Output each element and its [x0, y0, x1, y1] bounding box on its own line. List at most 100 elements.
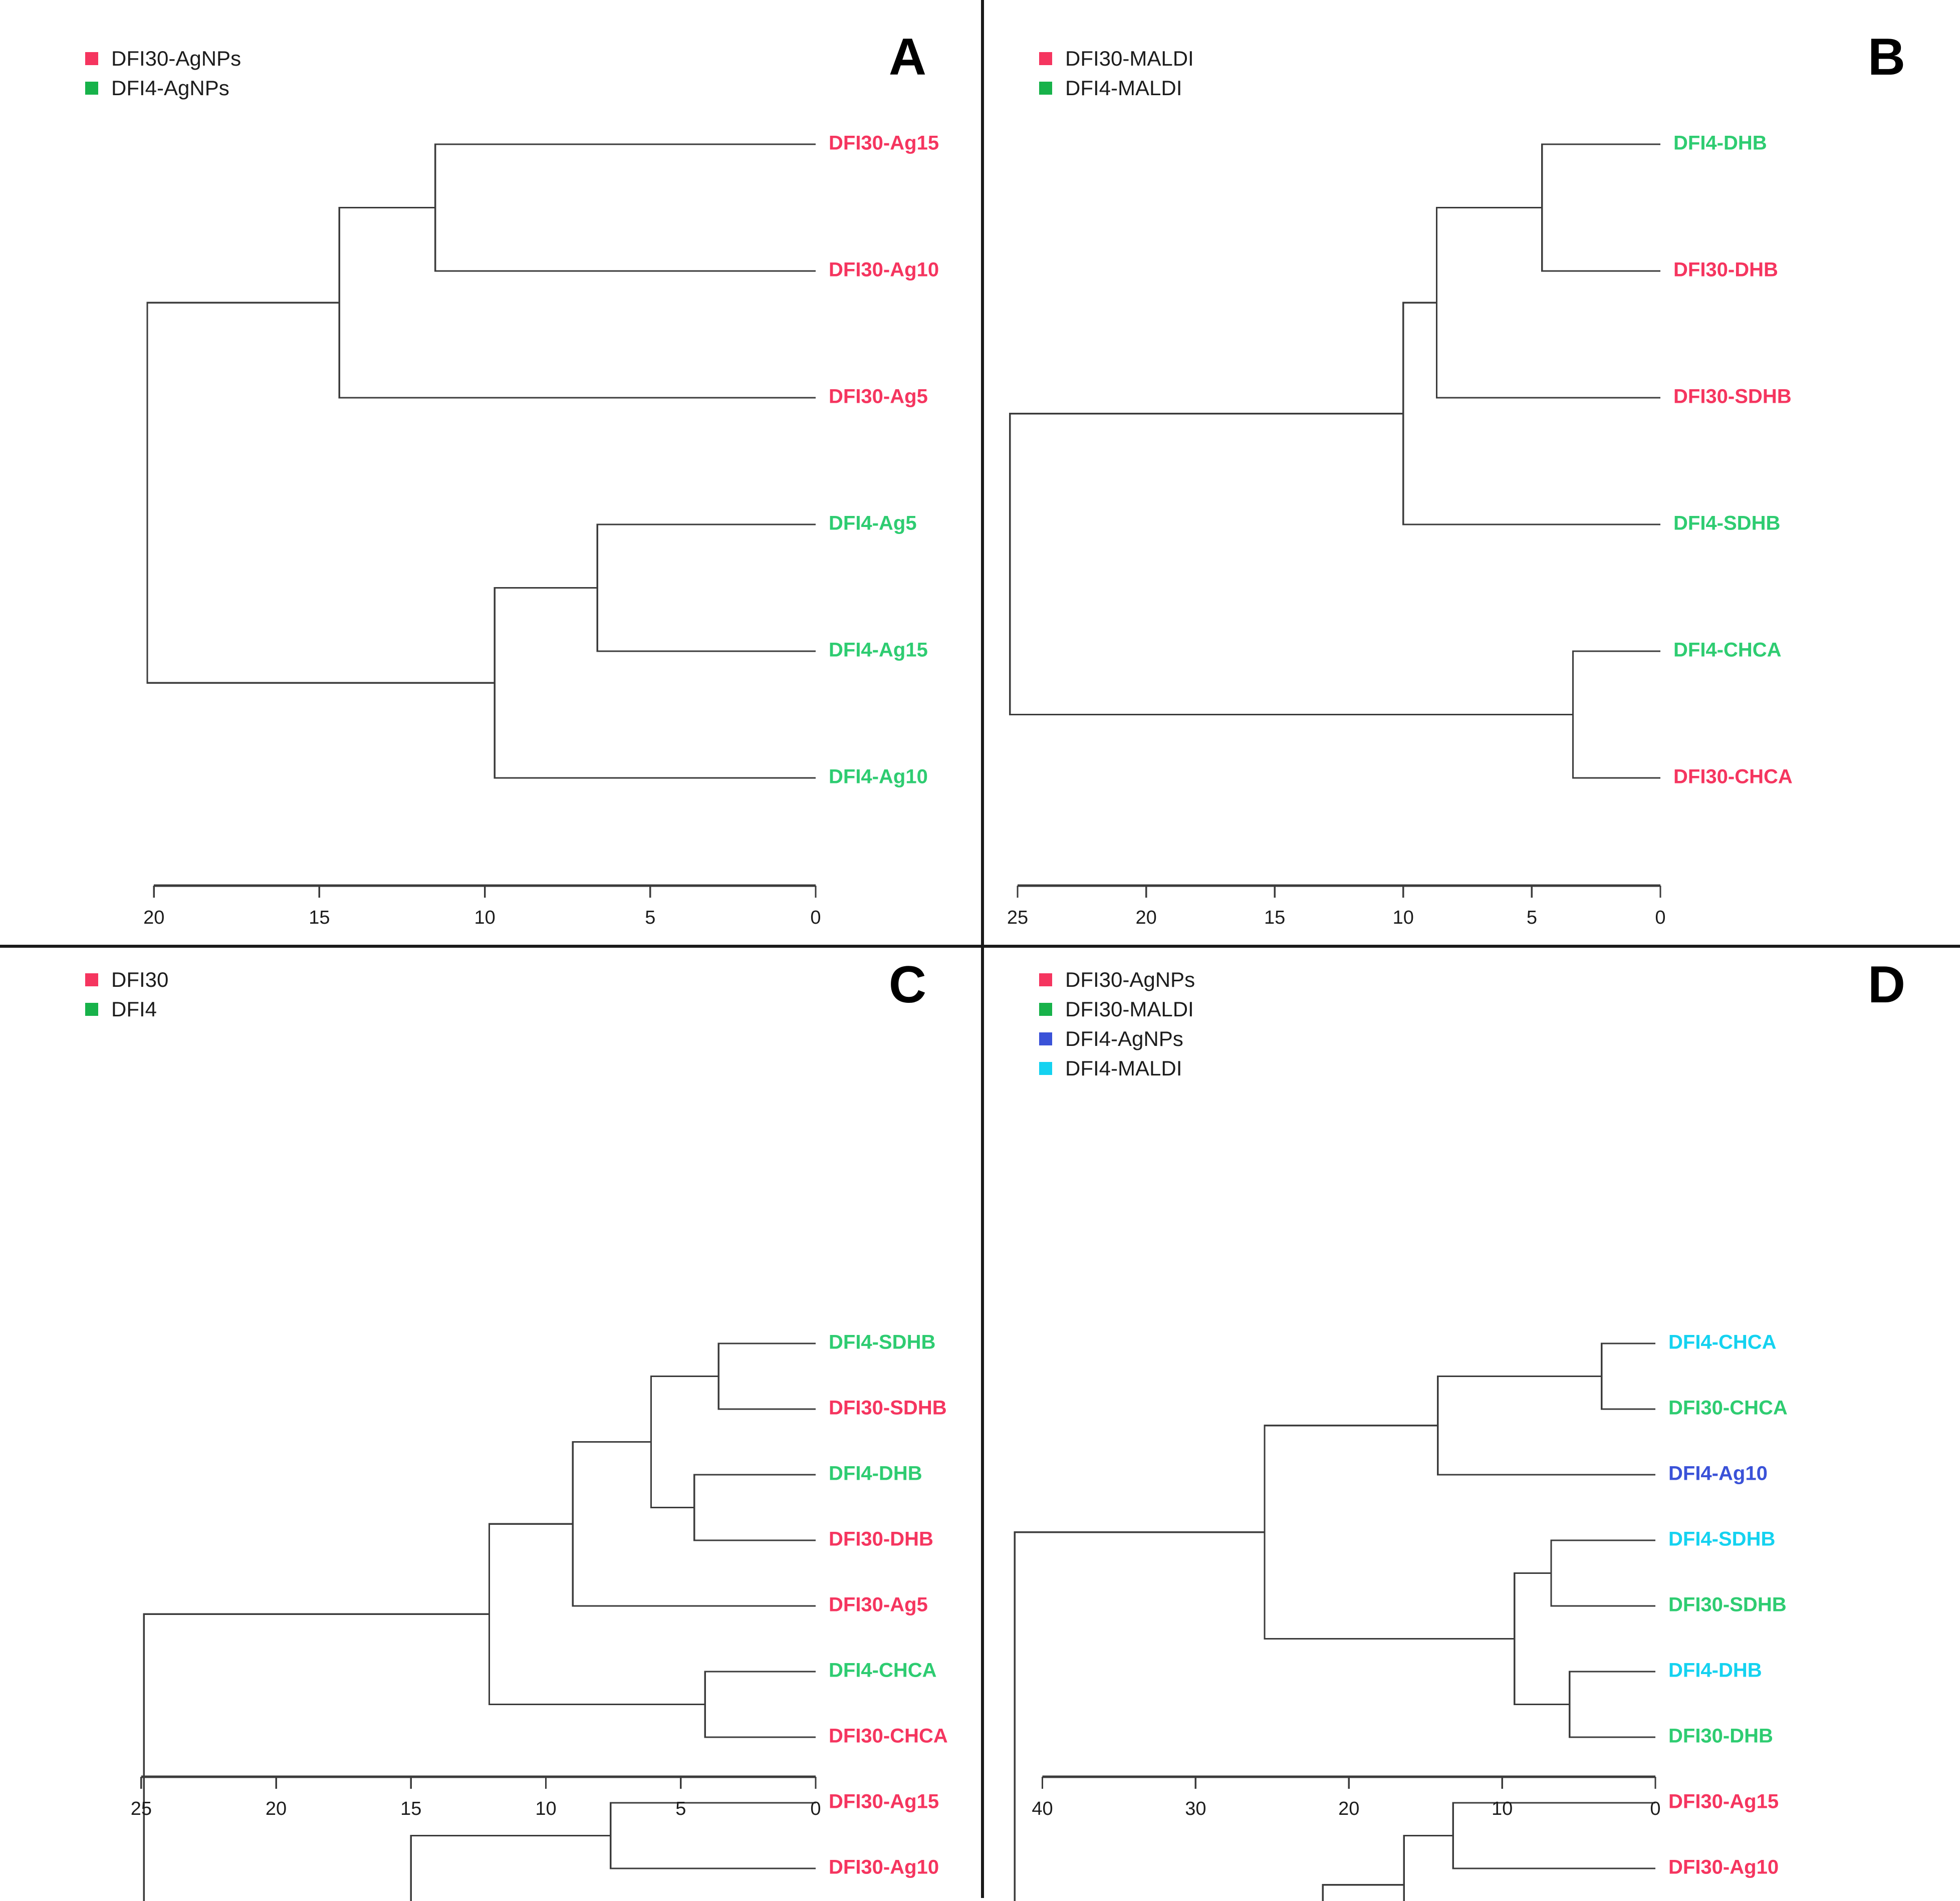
axis-tick-label: 10	[535, 1798, 556, 1819]
legend-item-label: DFI4-AgNPs	[111, 78, 229, 99]
dendrogram-leaf-label: DFI30-Ag10	[829, 1856, 939, 1878]
dendrogram-link	[1515, 1573, 1570, 1705]
dendrogram-leaf-label: DFI30-CHCA	[1668, 1397, 1788, 1419]
axis-tick-label: 25	[1007, 907, 1028, 928]
dendrogram-link	[651, 1377, 719, 1508]
dendrogram-leaf-label: DFI4-SDHB	[1668, 1528, 1775, 1550]
dendrogram-link	[1573, 651, 1660, 778]
axis-tick-label: 0	[810, 1798, 821, 1819]
legend-item: DFI4-MALDI	[1039, 1057, 1195, 1079]
dendrogram-link	[1602, 1343, 1655, 1409]
dendrogram-leaf-label: DFI4-Ag15	[829, 639, 928, 661]
dendrogram-leaf-label: DFI30-CHCA	[1673, 766, 1793, 788]
dendrogram-leaf-label: DFI4-CHCA	[1673, 639, 1782, 661]
dendrogram-leaf-label: DFI4-DHB	[829, 1463, 922, 1485]
dendrogram-leaf-label: DFI30-SDHB	[1673, 386, 1792, 408]
dendrogram-leaf-label: DFI30-Ag15	[1668, 1791, 1779, 1813]
dendrogram-leaf-label: DFI30-SDHB	[1668, 1594, 1787, 1616]
legend-swatch-icon	[85, 52, 98, 65]
dendrogram-link	[1551, 1540, 1655, 1606]
legend-item-label: DFI4-MALDI	[1065, 78, 1182, 99]
dendrogram-link	[705, 1672, 816, 1737]
legend-item: DFI30-AgNPs	[85, 48, 241, 70]
legend-item-label: DFI30-MALDI	[1065, 999, 1194, 1020]
legend-item: DFI4-AgNPs	[85, 77, 241, 99]
axis-tick-label: 20	[1338, 1798, 1359, 1819]
dendrogram-link	[1453, 1803, 1655, 1868]
legend-b: DFI30-MALDI DFI4-MALDI	[1039, 48, 1194, 99]
legend-item-label: DFI4	[111, 999, 157, 1020]
dendrogram-svg: DFI4-DHBDFI30-DHBDFI30-SDHBDFI4-SDHBDFI4…	[984, 0, 1960, 945]
axis-tick-label: 5	[1527, 907, 1537, 928]
panel-letter-b: B	[1868, 31, 1905, 83]
dendrogram-link	[1438, 1377, 1655, 1475]
dendrogram-leaf-label: DFI30-CHCA	[829, 1725, 948, 1747]
dendrogram-leaf-label: DFI4-DHB	[1668, 1660, 1762, 1682]
dendrogram-leaf-label: DFI30-Ag15	[829, 132, 939, 154]
dendrogram-link	[1570, 1672, 1655, 1737]
axis-tick-label: 20	[143, 907, 164, 928]
dendrogram-leaf-label: DFI4-Ag10	[829, 766, 928, 788]
legend-item: DFI30-MALDI	[1039, 998, 1195, 1020]
axis-tick-label: 20	[266, 1798, 287, 1819]
dendrogram-link	[597, 524, 816, 651]
dendrogram-link	[1323, 1885, 1505, 1901]
dendrogram-link	[147, 303, 495, 683]
dendrogram-link	[1265, 1426, 1515, 1639]
axis-tick-label: 0	[1655, 907, 1665, 928]
dendrogram-svg: DFI30-Ag15DFI30-Ag10DFI30-Ag5DFI4-Ag5DFI…	[0, 0, 981, 945]
dendrogram-link	[694, 1475, 816, 1540]
axis-tick-label: 5	[645, 907, 655, 928]
dendrogram-link	[435, 144, 816, 271]
dendrogram-leaf-label: DFI4-SDHB	[1673, 512, 1780, 534]
axis-tick-label: 20	[1135, 907, 1156, 928]
legend-item-label: DFI30	[111, 969, 168, 990]
panel-letter-a: A	[889, 31, 926, 83]
legend-item-label: DFI4-MALDI	[1065, 1058, 1182, 1079]
panel-letter-c: C	[889, 959, 926, 1011]
dendrogram-link	[1403, 303, 1660, 524]
dendrogram-link	[718, 1343, 816, 1409]
axis-tick-label: 5	[675, 1798, 686, 1819]
dendrogram-leaf-label: DFI30-DHB	[1668, 1725, 1773, 1747]
dendrogram-leaf-label: DFI30-DHB	[829, 1528, 933, 1550]
panel-letter-d: D	[1868, 959, 1905, 1011]
dendrogram-link	[495, 588, 816, 778]
dendrogram-leaf-label: DFI30-Ag5	[829, 386, 928, 408]
dendrogram-link	[1404, 1836, 1655, 1901]
dendrogram-leaf-label: DFI4-DHB	[1673, 132, 1767, 154]
legend-item: DFI4-MALDI	[1039, 77, 1194, 99]
legend-swatch-icon	[1039, 1062, 1052, 1075]
dendrogram-link	[411, 1836, 659, 1901]
legend-item: DFI4	[85, 998, 168, 1020]
dendrogram-leaf-label: DFI30-Ag10	[1668, 1856, 1779, 1878]
axis-tick-label: 15	[400, 1798, 421, 1819]
dendrogram-svg: DFI4-SDHBDFI30-SDHBDFI4-DHBDFI30-DHBDFI3…	[0, 948, 981, 1901]
legend-swatch-icon	[85, 973, 98, 986]
dendrogram-leaf-label: DFI30-Ag15	[829, 1791, 939, 1813]
dendrogram-leaf-label: DFI4-CHCA	[829, 1660, 937, 1682]
axis-tick-label: 25	[131, 1798, 152, 1819]
dendrogram-leaf-label: DFI4-CHCA	[1668, 1331, 1777, 1353]
dendrogram-leaf-label: DFI4-Ag10	[1668, 1463, 1768, 1485]
legend-swatch-icon	[1039, 973, 1052, 986]
legend-item-label: DFI30-MALDI	[1065, 48, 1194, 69]
dendrogram-leaf-label: DFI4-Ag5	[829, 512, 917, 534]
dendrogram-link	[339, 208, 816, 398]
axis-tick-label: 15	[309, 907, 330, 928]
dendrogram-leaf-label: DFI30-Ag10	[829, 259, 939, 281]
axis-tick-label: 10	[1393, 907, 1414, 928]
legend-swatch-icon	[85, 1003, 98, 1016]
